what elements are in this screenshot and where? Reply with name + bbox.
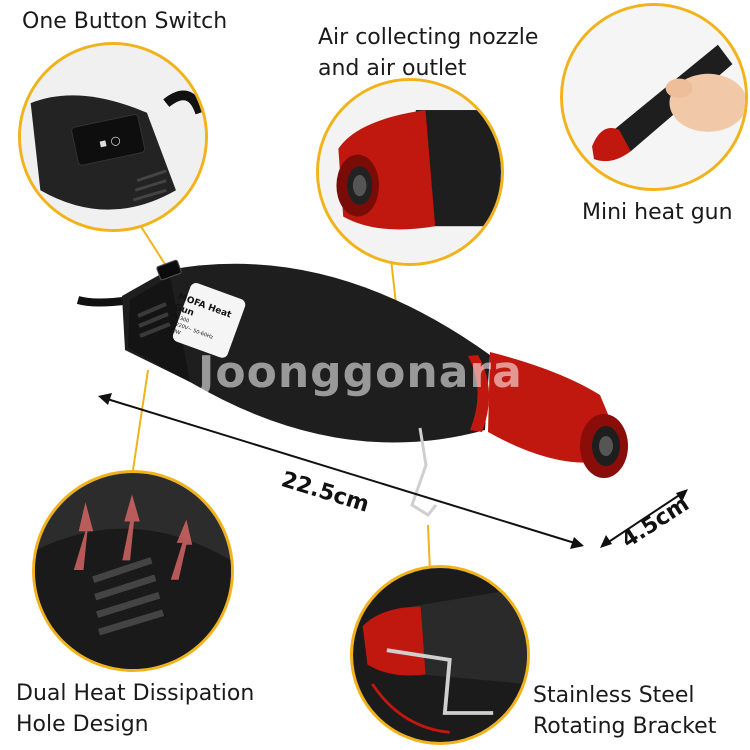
label-air-nozzle: Air collecting nozzle and air outlet <box>318 25 539 81</box>
watermark-text: Joonggonara <box>198 347 523 398</box>
label-mini-heat-gun: Mini heat gun <box>582 200 733 225</box>
switch-closeup-image: ▪ ○ <box>18 42 208 232</box>
label-rotating-bracket: Stainless Steel Rotating Bracket <box>533 683 717 739</box>
heat-dissipation-closeup-image <box>32 470 234 672</box>
rotating-bracket-closeup-image <box>350 565 530 745</box>
label-one-button-switch: One Button Switch <box>22 9 228 34</box>
svg-text:▪ ○: ▪ ○ <box>98 132 122 150</box>
nozzle-closeup-image <box>316 78 504 266</box>
label-heat-dissipation: Dual Heat Dissipation Hole Design <box>16 681 255 737</box>
mini-heat-gun-in-hand-image <box>560 3 748 191</box>
